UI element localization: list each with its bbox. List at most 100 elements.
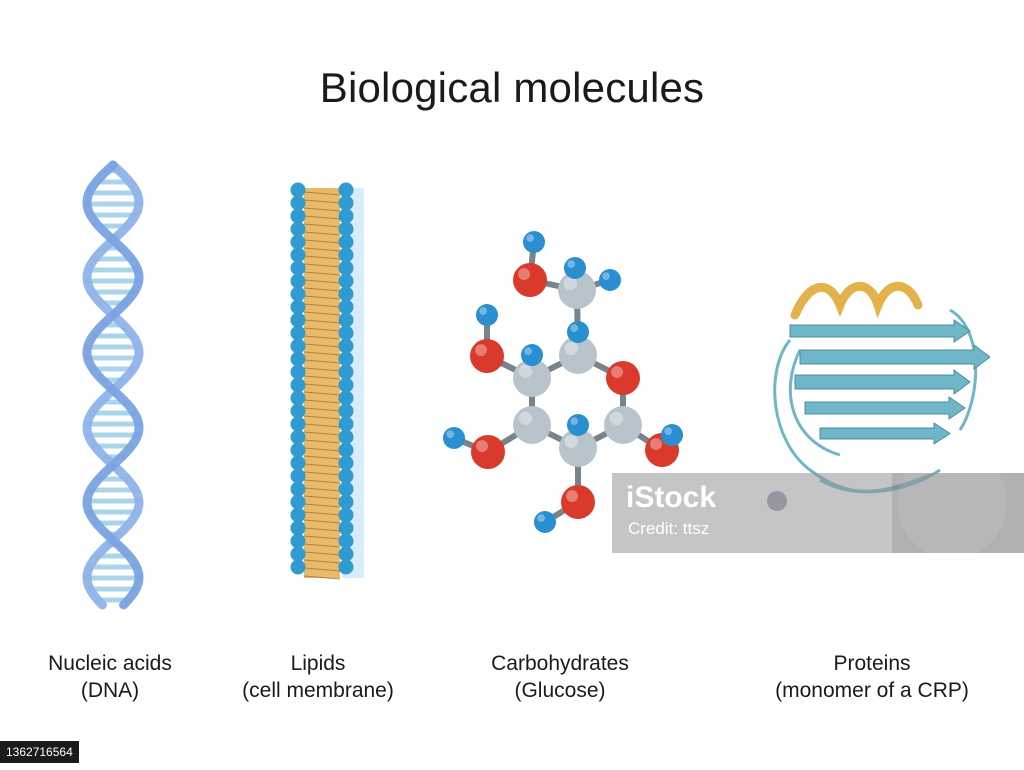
label-nucleic-acids: Nucleic acids (DNA) bbox=[20, 650, 200, 704]
lipid-tail-line bbox=[303, 255, 341, 260]
hydrogen-atom bbox=[534, 511, 556, 533]
atom-highlight bbox=[563, 276, 577, 290]
lipid-tail-line bbox=[303, 471, 341, 476]
label-proteins: Proteins (monomer of a CRP) bbox=[752, 650, 992, 704]
lipid-tail-line bbox=[303, 551, 341, 556]
phospholipid-head bbox=[338, 338, 354, 354]
phospholipid-head bbox=[290, 390, 306, 406]
phospholipid-head bbox=[338, 273, 354, 289]
molecule-name: Nucleic acids bbox=[48, 652, 172, 675]
lipid-tail-line bbox=[303, 431, 341, 436]
hydrogen-atom bbox=[564, 257, 586, 279]
lipid-tail-line bbox=[303, 335, 341, 340]
lipid-tail-line bbox=[303, 527, 341, 532]
atom-highlight bbox=[650, 438, 662, 450]
oxygen-atom bbox=[606, 361, 640, 395]
phospholipid-head bbox=[338, 286, 354, 302]
atom-highlight bbox=[526, 234, 534, 242]
carbon-atom bbox=[559, 336, 597, 374]
lipid-tail-line bbox=[303, 231, 341, 236]
phospholipid-head bbox=[290, 208, 306, 224]
lipid-tail-line bbox=[303, 567, 341, 572]
lipid-tail-line bbox=[303, 223, 341, 228]
lipid-tail-line bbox=[303, 239, 341, 244]
molecule-name: Proteins bbox=[833, 652, 911, 675]
beta-sheet-arrow bbox=[789, 319, 971, 343]
lipid-tail-line bbox=[303, 375, 341, 380]
phospholipid-head bbox=[290, 507, 306, 523]
lipid-tail-line bbox=[303, 495, 341, 500]
istock-logo: iStock bbox=[626, 481, 717, 514]
phospholipid-head bbox=[290, 468, 306, 484]
phospholipid-head bbox=[338, 520, 354, 536]
hydrogen-atom bbox=[443, 427, 465, 449]
lipid-tail-line bbox=[303, 319, 341, 324]
molecule-detail: (cell membrane) bbox=[242, 679, 394, 702]
phospholipid-head bbox=[290, 286, 306, 302]
phospholipid-head bbox=[290, 416, 306, 432]
phospholipid-head bbox=[290, 299, 306, 315]
phospholipid-head bbox=[338, 390, 354, 406]
atom-highlight bbox=[609, 411, 623, 425]
phospholipid-head bbox=[290, 377, 306, 393]
atom-highlight bbox=[537, 514, 545, 522]
lipid-tail-line bbox=[303, 487, 341, 492]
lipid-tails bbox=[304, 188, 340, 578]
oxygen-atom bbox=[513, 263, 547, 297]
phospholipid-head bbox=[338, 546, 354, 562]
lipid-tail-line bbox=[303, 271, 341, 276]
carbon-atom bbox=[513, 359, 551, 397]
lipid-tail-line bbox=[303, 343, 341, 348]
phospholipid-head bbox=[338, 195, 354, 211]
atom-highlight bbox=[479, 307, 487, 315]
phospholipid-head bbox=[338, 533, 354, 549]
phospholipid-head bbox=[290, 182, 306, 198]
phospholipid-head bbox=[338, 221, 354, 237]
watermark-credit: Credit: ttsz bbox=[628, 519, 710, 538]
phospholipid-head bbox=[290, 195, 306, 211]
hydrogen-atom bbox=[567, 321, 589, 343]
phospholipid-head bbox=[290, 559, 306, 575]
label-lipids: Lipids (cell membrane) bbox=[218, 650, 418, 704]
lipid-tail-line bbox=[303, 303, 341, 308]
lipid-tail-line bbox=[303, 383, 341, 388]
atom-highlight bbox=[476, 440, 488, 452]
lipid-tail-line bbox=[303, 479, 341, 484]
lipid-tail-line bbox=[303, 263, 341, 268]
dna-strand bbox=[82, 160, 144, 610]
atom-highlight bbox=[664, 427, 672, 435]
hydrogen-atom bbox=[521, 344, 543, 366]
atom-highlight bbox=[518, 268, 530, 280]
carbon-atom bbox=[558, 271, 596, 309]
lipid-tail-line bbox=[303, 463, 341, 468]
lipid-tail-line bbox=[303, 311, 341, 316]
phospholipid-head bbox=[338, 416, 354, 432]
beta-sheet-arrow bbox=[794, 369, 971, 395]
oxygen-atom bbox=[470, 339, 504, 373]
lipid-tail-line bbox=[303, 511, 341, 516]
phospholipid-head bbox=[338, 481, 354, 497]
stock-image-id: 1362716564 bbox=[0, 741, 79, 763]
atom-highlight bbox=[570, 324, 578, 332]
phospholipid-head bbox=[290, 455, 306, 471]
lipid-tail-line bbox=[303, 287, 341, 292]
phospholipid-head bbox=[338, 429, 354, 445]
molecule-name: Lipids bbox=[290, 652, 346, 675]
lipid-tail-line bbox=[303, 191, 341, 196]
atom-highlight bbox=[518, 364, 532, 378]
phospholipid-head bbox=[290, 364, 306, 380]
phospholipid-head bbox=[290, 520, 306, 536]
hydrogen-atom bbox=[476, 304, 498, 326]
atom-highlight bbox=[524, 347, 532, 355]
phospholipid-head bbox=[290, 494, 306, 510]
atom-highlight bbox=[567, 260, 575, 268]
lipid-tail-line bbox=[303, 399, 341, 404]
lipid-tail-line bbox=[303, 535, 341, 540]
oxygen-atom bbox=[471, 435, 505, 469]
phospholipid-head bbox=[290, 234, 306, 250]
phospholipid-head bbox=[290, 325, 306, 341]
phospholipid-head bbox=[338, 377, 354, 393]
phospholipid-head bbox=[338, 234, 354, 250]
lipid-tail-line bbox=[303, 215, 341, 220]
phospholipid-head bbox=[338, 208, 354, 224]
